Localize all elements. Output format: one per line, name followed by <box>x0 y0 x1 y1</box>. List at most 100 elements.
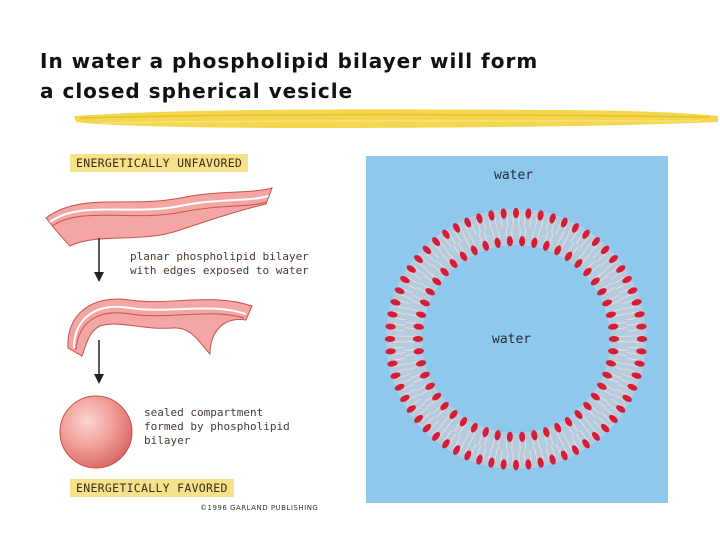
outer-lipid-tail <box>396 298 410 305</box>
outer-lipid-tail <box>560 223 568 237</box>
outer-lipid-tail <box>610 271 623 280</box>
sealed-vesicle-sphere <box>59 395 133 469</box>
outer-lipid-tail <box>406 393 419 402</box>
inner-lipid-head <box>413 348 424 355</box>
outer-lipid-tail <box>596 251 608 263</box>
outer-lipid-tail <box>416 407 428 417</box>
outer-lipid-tail <box>458 226 467 240</box>
inner-lipid-head <box>415 311 427 318</box>
arrow-down-2 <box>94 340 104 384</box>
outer-lipid-tail <box>409 271 422 280</box>
curved-bilayer-sheet <box>67 298 253 357</box>
outer-lipid-tail <box>588 423 599 435</box>
outer-lipid-tail <box>565 438 574 452</box>
inner-lipid-head <box>432 277 442 286</box>
inner-lipid-head <box>590 277 600 286</box>
inner-lipid-head <box>459 251 468 261</box>
inner-lipid-head <box>597 288 607 296</box>
planar-bilayer-caption: planar phospholipid bilayer with edges e… <box>130 250 309 277</box>
outer-lipid-tail <box>392 310 407 315</box>
inner-lipid-head <box>494 430 501 441</box>
inner-lipid-head <box>574 259 583 268</box>
inner-lipid-head <box>564 251 573 261</box>
outer-lipid-tail <box>475 445 482 459</box>
outer-lipid-head <box>634 360 645 367</box>
inner-lipid-head <box>440 267 449 277</box>
outer-lipid-tail <box>400 287 414 295</box>
outer-lipid-tail <box>620 293 634 300</box>
outer-lipid-tail <box>565 226 574 240</box>
outer-lipid-tail <box>626 317 641 321</box>
outer-lipid-tail <box>416 261 428 271</box>
outer-lipid-head <box>525 459 532 470</box>
outer-lipid-head <box>432 237 441 247</box>
outer-lipid-tail <box>534 449 538 464</box>
outer-lipid-tail <box>487 448 492 463</box>
title-line-1: In water a phospholipid bilayer will for… <box>40 49 539 73</box>
outer-lipid-head <box>636 323 647 330</box>
outer-lipid-tail <box>396 373 410 380</box>
outer-lipid-tail <box>453 229 462 242</box>
inner-lipid-head <box>597 382 607 390</box>
outer-lipid-tail <box>575 433 584 446</box>
outer-lipid-tail <box>403 281 417 290</box>
outer-lipid-tail <box>545 217 551 232</box>
inner-lipid-head <box>425 288 435 296</box>
outer-lipid-tail <box>390 329 405 332</box>
outer-lipid-tail <box>613 276 626 285</box>
outer-lipid-head <box>500 459 507 470</box>
inner-lipid-head <box>543 240 550 251</box>
outer-lipid-tail <box>481 446 487 461</box>
outer-lipid-head <box>549 454 556 465</box>
outer-lipid-tail <box>592 419 604 431</box>
outer-lipid-tail <box>470 443 477 457</box>
outer-lipid-tail <box>420 411 432 422</box>
outer-lipid-tail <box>494 449 498 464</box>
inner-lipid-head <box>413 323 424 330</box>
inner-lipid-head <box>531 237 538 248</box>
outer-lipid-tail <box>464 223 472 237</box>
outer-lipid-tail <box>458 438 467 452</box>
inner-lipid-head <box>482 427 489 438</box>
outer-lipid-tail <box>424 251 436 263</box>
outer-lipid-tail <box>500 450 503 465</box>
outer-lipid-tail <box>470 221 477 235</box>
outer-lipid-tail <box>580 430 590 443</box>
outer-lipid-tail <box>600 411 612 422</box>
outer-lipid-head <box>560 450 568 461</box>
outer-lipid-tail <box>545 446 551 461</box>
outer-lipid-tail <box>607 403 620 413</box>
outer-lipid-head <box>560 217 568 228</box>
inner-lipid-head <box>440 401 449 411</box>
inner-lipid-head <box>605 360 617 367</box>
outer-lipid-tail <box>506 450 509 465</box>
outer-lipid-tail <box>529 450 532 465</box>
outer-lipid-head <box>406 405 416 413</box>
outer-lipid-head <box>400 394 410 403</box>
inner-lipid-head <box>419 299 430 307</box>
outer-lipid-head <box>636 336 648 342</box>
inner-lipid-head <box>583 401 592 411</box>
inner-lipid-head <box>519 236 526 247</box>
vesicle-bilayer-ring <box>366 156 668 503</box>
outer-lipid-head <box>582 229 590 239</box>
inner-lipid-head <box>449 259 458 268</box>
outer-lipid-head <box>422 423 432 433</box>
inner-lipid-head <box>531 430 538 441</box>
outer-lipid-head <box>622 394 632 403</box>
outer-lipid-tail <box>592 247 604 259</box>
outer-lipid-tail <box>412 403 425 413</box>
outer-lipid-head <box>414 414 424 423</box>
outer-lipid-tail <box>540 215 545 230</box>
outer-lipid-tail <box>534 214 538 229</box>
outer-lipid-tail <box>400 383 414 391</box>
outer-lipid-tail <box>420 256 432 267</box>
inner-lipid-head <box>554 422 562 433</box>
energetically-favored-label: ENERGETICALLY FAVORED <box>70 479 234 497</box>
inner-lipid-head <box>506 431 513 442</box>
outer-lipid-tail <box>623 368 638 374</box>
inner-lipid-head <box>602 371 613 379</box>
outer-lipid-head <box>452 223 461 233</box>
outer-lipid-tail <box>618 287 632 295</box>
outer-lipid-tail <box>390 323 405 326</box>
